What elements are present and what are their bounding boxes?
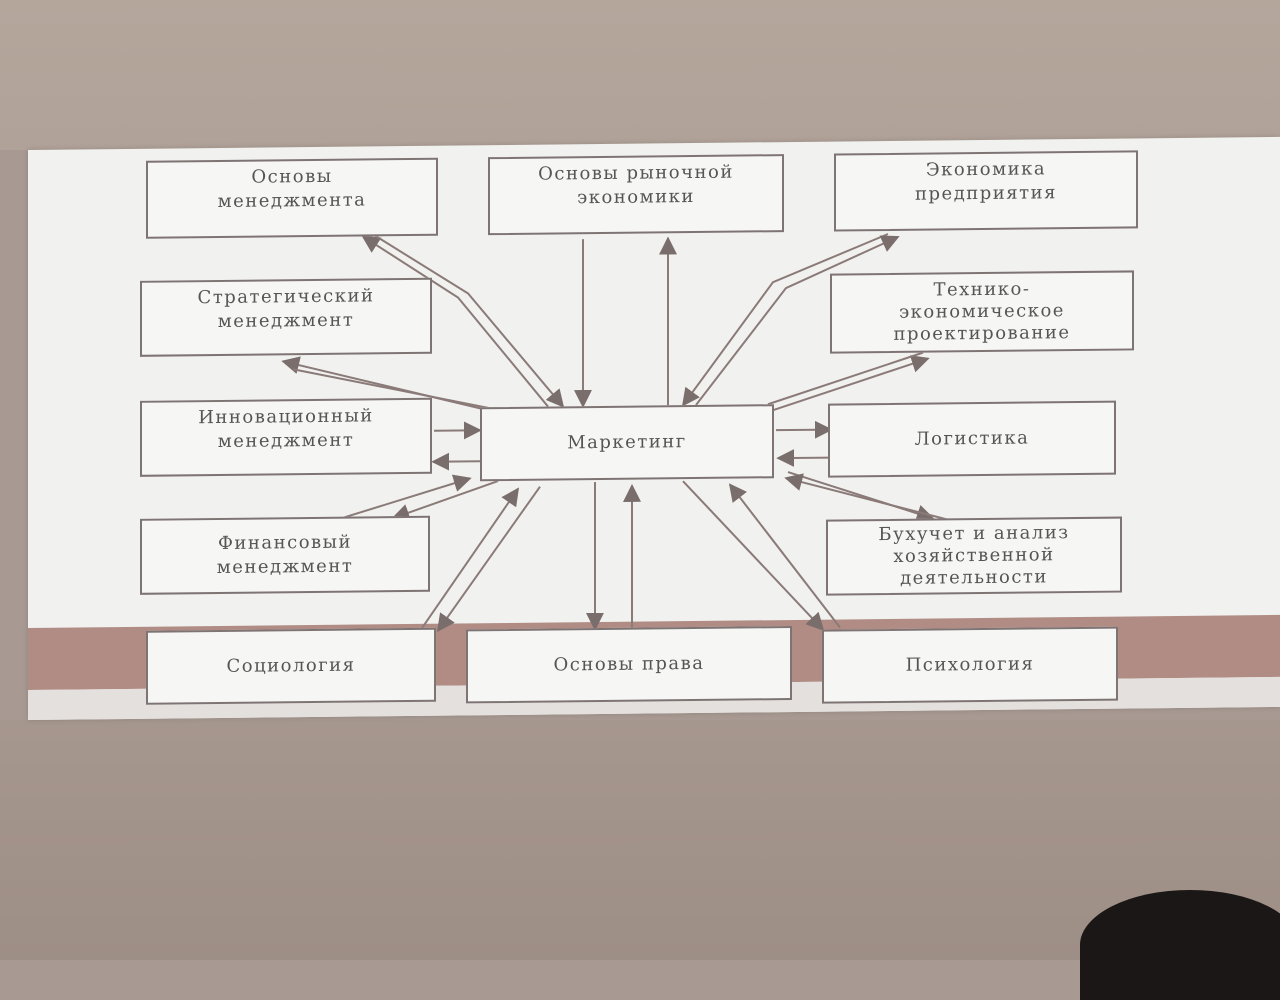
node-osnovy-rynochnoy-ekonomiki: Основы рыночной экономики: [488, 154, 784, 235]
arrow-to-bukhuchet: [788, 471, 933, 521]
audience-head-silhouette: [1080, 890, 1280, 1000]
arrow-to-marketing-logistika: [778, 458, 831, 459]
node-logistika: Логистика: [828, 401, 1116, 478]
arrow-to-sotsiologiya: [438, 487, 540, 631]
node-finansovyy-menedzhment: Финансовый менеджмент: [140, 516, 430, 595]
node-bukhuchet: Бухучет и анализ хозяйственной деятельно…: [826, 517, 1122, 596]
arrow-from-psikhologiya: [730, 483, 840, 628]
node-osnovy-menedzhmenta: Основы менеджмента: [146, 158, 438, 239]
node-sotsiologiya: Социология: [146, 628, 436, 705]
arrow-to-marketing-bukhuchet: [786, 476, 958, 524]
node-innovatsionnyy-menedzhment: Инновационный менеджмент: [140, 398, 432, 477]
arrow-to-logistika: [776, 430, 831, 431]
node-tekhniko-ekonomicheskoe: Технико- экономическое проектирование: [830, 270, 1134, 353]
projected-slide: Основы менеджмента Основы рыночной эконо…: [28, 137, 1280, 720]
node-ekonomika-predpriyatiya: Экономика предприятия: [834, 150, 1138, 231]
node-psikhologiya: Психология: [822, 627, 1118, 704]
node-strategicheskiy-menedzhment: Стратегический менеджмент: [140, 278, 432, 357]
arrow-from-sotsiologiya: [420, 489, 518, 631]
projection-wall-top: [0, 0, 1280, 150]
node-marketing-center: Маркетинг: [480, 404, 774, 481]
node-osnovy-prava: Основы права: [466, 626, 792, 703]
arrow-to-psikhologiya: [683, 480, 823, 631]
